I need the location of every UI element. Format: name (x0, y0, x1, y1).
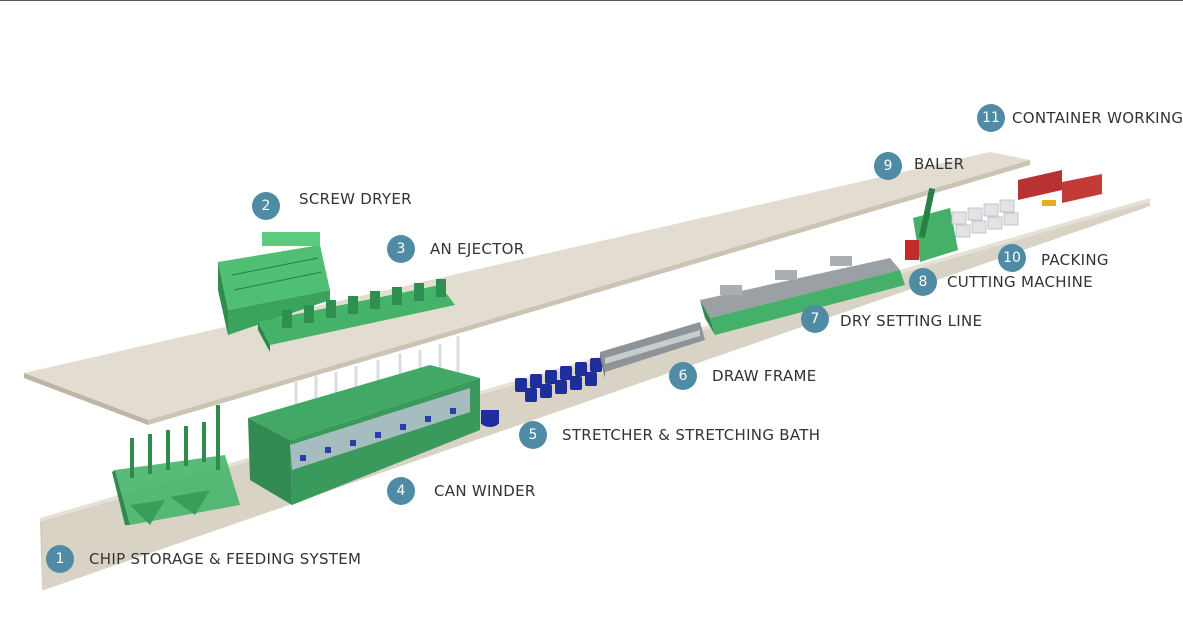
screw-dryer-machine (218, 232, 330, 335)
step-number-badge: 8 (909, 268, 937, 296)
step-can-winder: 4 CAN WINDER (387, 477, 536, 505)
step-label: DRY SETTING LINE (840, 312, 983, 330)
step-number-badge: 1 (46, 545, 74, 573)
shipping-containers (1018, 170, 1102, 206)
step-chip-storage: 1 CHIP STORAGE & FEEDING SYSTEM (46, 545, 361, 573)
step-number-badge: 11 (977, 104, 1005, 132)
dry-setting-machine (700, 256, 905, 335)
chip-storage-machine (112, 405, 240, 525)
step-label: STRETCHER & STRETCHING BATH (562, 426, 821, 444)
step-number-badge: 7 (801, 305, 829, 333)
step-number-badge: 4 (387, 477, 415, 505)
step-label: PACKING (1041, 251, 1109, 269)
step-screw-dryer: 2 SCREW DRYER (252, 190, 412, 220)
ejector-machine (258, 279, 455, 352)
step-number-badge: 9 (874, 152, 902, 180)
packing-bales (951, 199, 1019, 238)
upper-floor (24, 152, 1030, 425)
step-packing: 10 PACKING (998, 244, 1109, 272)
step-label: AN EJECTOR (430, 240, 525, 258)
draw-frame-machine (600, 322, 705, 378)
step-container-working: 11 CONTAINER WORKING (977, 104, 1183, 132)
step-label: CONTAINER WORKING (1012, 109, 1183, 127)
step-number-badge: 10 (998, 244, 1026, 272)
step-ejector: 3 AN EJECTOR (387, 235, 525, 263)
cutting-baler-machine (905, 187, 958, 262)
step-dry-setting: 7 DRY SETTING LINE (801, 305, 982, 333)
step-label: CAN WINDER (434, 482, 536, 500)
step-stretcher: 5 STRETCHER & STRETCHING BATH (519, 421, 820, 449)
step-label: CHIP STORAGE & FEEDING SYSTEM (89, 550, 362, 568)
step-label: DRAW FRAME (712, 367, 817, 385)
step-draw-frame: 6 DRAW FRAME (669, 362, 817, 390)
step-baler: 9 BALER (874, 152, 964, 180)
can-winder-machine (248, 365, 499, 505)
step-number-badge: 5 (519, 421, 547, 449)
stretcher-barrels (515, 358, 602, 402)
step-label: CUTTING MACHINE (947, 273, 1093, 291)
step-number-badge: 6 (669, 362, 697, 390)
top-border-line (0, 0, 1183, 1)
step-number-badge: 2 (252, 192, 280, 220)
step-number-badge: 3 (387, 235, 415, 263)
step-label: SCREW DRYER (299, 190, 412, 208)
step-cutting-machine: 8 CUTTING MACHINE (909, 268, 1093, 296)
step-label: BALER (914, 155, 965, 173)
